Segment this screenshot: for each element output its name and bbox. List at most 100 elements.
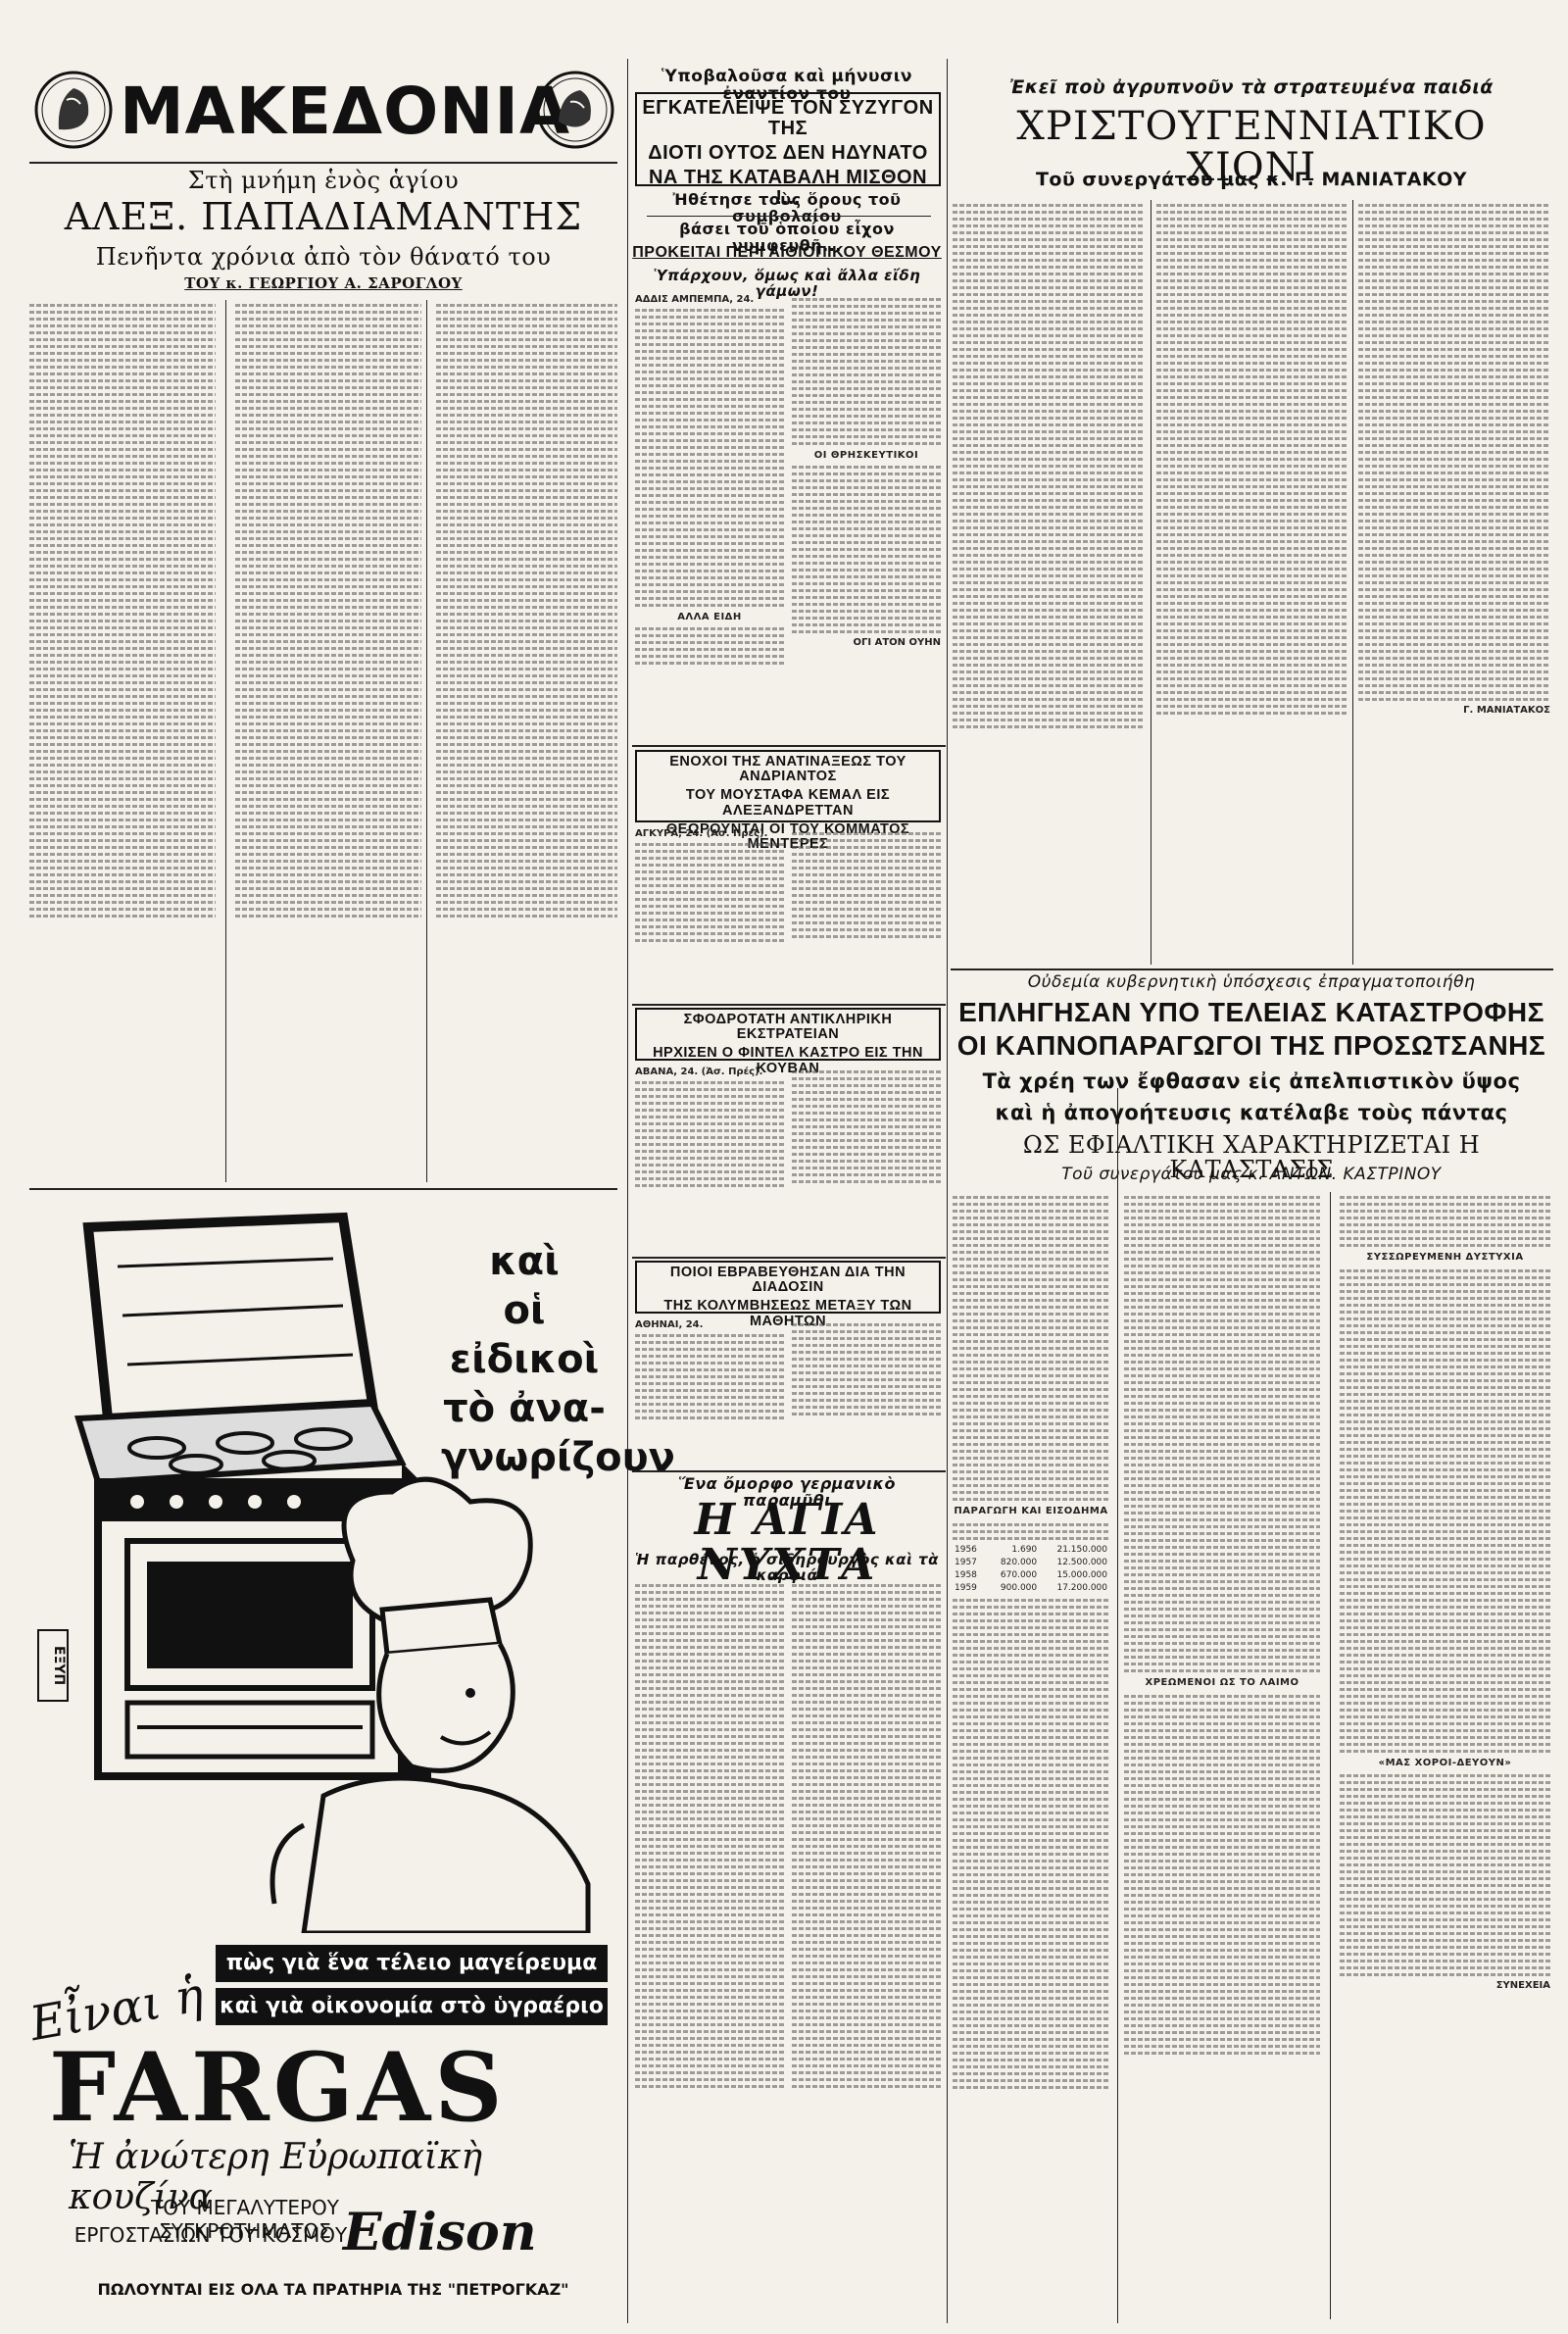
article-column: [792, 1580, 941, 2315]
snow-kicker: Ἐκεῖ ποὺ ἀγρυπνοῦν τὰ στρατευμένα παιδιά: [1009, 76, 1494, 98]
papadiamantis-article: [29, 300, 617, 1182]
ad-slogan-line: καὶ: [489, 1239, 560, 1284]
ataturk-headline: ΕΝΟΧΟΙ ΤΗΣ ΑΝΑΤΙΝΑΞΕΩΣ ΤΟΥ ΑΝΔΡΙΑΝΤΟΣ: [669, 754, 906, 785]
divorce-headline: ΝΑ ΤΗΣ ΚΑΤΑΒΑΛΗ ΜΙΣΘΟΝ !...: [648, 167, 928, 209]
ataturk-headline: ΤΟΥ ΜΟΥΣΤΑΦΑ ΚΕΜΑΛ ΕΙΣ ΑΛΕΞΑΝΔΡΕΤΤΑΝ: [685, 787, 891, 819]
article-column: ΟΙ ΘΡΗΣΚΕΥΤΙΚΟΙ ΟΓΙ ΑΤΟΝ ΟΥΗΝ: [792, 294, 941, 745]
article-column: [792, 1319, 941, 1466]
papadiamantis-byline: ΤΟΥ κ. ΓΕΩΡΓΙΟΥ Α. ΣΑΡΟΓΛΟΥ: [184, 274, 463, 292]
article-column: [235, 300, 421, 1182]
divorce-crosshead: ΟΙ ΘΡΗΣΚΕΥΤΙΚΟΙ: [813, 450, 919, 461]
tobacco-byline: Τοῦ συνεργάτου μας κ. ΑΝΤΩΝ. ΚΑΣΤΡΙΝΟΥ: [1061, 1165, 1442, 1184]
tobacco-subhead-caps: ΩΣ ΕΦΙΑΛΤΙΚΗ ΧΑΡΑΚΤΗΡΙΖΕΤΑΙ Η ΚΑΤΑΣΤΑΣΙΣ: [1022, 1131, 1481, 1184]
swimmers-headline: ΠΟΙΟΙ ΕΒΡΑΒΕΥΘΗΣΑΝ ΔΙΑ ΤΗΝ ΔΙΑΔΟΣΙΝ: [669, 1265, 906, 1296]
article-column: [1156, 200, 1348, 965]
table-cell: 1959: [955, 1582, 977, 1593]
production-table: 1956 1.690 21.150.000 1957 820.000 12.500.000…: [953, 1544, 1109, 1595]
holynight-headline: Η ΑΓΙΑ ΝΥΧΤΑ: [694, 1495, 880, 1591]
table-cell: 1957: [955, 1557, 977, 1567]
ad-slogan-line: οἱ: [503, 1288, 546, 1333]
table-cell: 1958: [955, 1569, 977, 1580]
article-column: [792, 828, 941, 1000]
ad-brand: FARGAS: [49, 2032, 507, 2143]
ad-printer-mark: ΕΞΥΠ: [37, 1629, 69, 1702]
column-rule: [947, 59, 948, 2323]
article-column: [29, 300, 216, 1182]
divorce-dateline: ΑΔΔΙΣ ΑΜΠΕΜΠΑ, 24.: [635, 294, 755, 305]
article-column: ΧΡΕΩΜΕΝΟΙ ΩΣ ΤΟ ΛΑΙΜΟ: [1124, 1192, 1320, 2319]
article-column: [792, 1067, 941, 1253]
ad-band: καὶ γιὰ οἰκονομία στὸ ὑγραέριο: [216, 1988, 608, 2025]
table-cell: 820.000: [1000, 1557, 1038, 1567]
article-column: ΑΘΗΝΑΙ, 24.: [635, 1319, 784, 1466]
papadiamantis-kicker: Στὴ μνήμη ἑνὸς ἁγίου: [187, 167, 460, 194]
holynight-kicker: Ἕνα ὄμορφο γερμανικὸ παραμῦθι: [677, 1474, 897, 1510]
column-rule: [1117, 1088, 1118, 2323]
tobacco-crosshead: «ΜΑΣ ΧΟΡΟΙ-ΔΕΥΟΥΝ»: [1378, 1757, 1512, 1768]
divorce-section-sub: Ὑπάρχουν, ὅμως καὶ ἄλλα εἴδη γάμων!: [653, 267, 921, 300]
article-column: ΑΔΔΙΣ ΑΜΠΕΜΠΑ, 24. ΑΛΛΑ ΕΙΔΗ: [635, 294, 784, 745]
ad-slogan: καὶ οἱ εἰδικοὶ τὸ ἀνα- γνωρίζουν: [441, 1237, 675, 1482]
ad-band: πὼς γιὰ ἕνα τέλειο μαγείρευμα: [216, 1945, 608, 1982]
table-cell: 21.150.000: [1056, 1544, 1107, 1555]
ad-edison: Edison: [343, 2203, 537, 2262]
tobacco-crosshead: ΧΡΕΩΜΕΝΟΙ ΩΣ ΤΟ ΛΑΙΜΟ: [1145, 1677, 1299, 1688]
ad-line: ΕΡΓΟΣΤΑΣΙΩΝ ΤΟΥ ΚΟΣΜΟΥ: [74, 2223, 348, 2247]
divorce-crosshead: ΑΛΛΑ ΕΙΔΗ: [677, 612, 742, 622]
snow-byline: Τοῦ συνεργάτου μας κ. Γ. ΜΑΝΙΑΤΑΚΟΥ: [1035, 169, 1468, 190]
swimmers-dateline: ΑΘΗΝΑΙ, 24.: [635, 1319, 704, 1330]
snow-article: Γ. ΜΑΝΙΑΤΑΚΟΣ: [953, 200, 1550, 965]
chef-illustration: [270, 1476, 591, 1933]
article-column: [436, 300, 617, 1182]
article-column: ΑΓΚΥΡΑ, 24. (Ἀσ. Πρές).: [635, 828, 784, 1000]
divorce-headline: ΔΙΟΤΙ ΟΥΤΟΣ ΔΕΝ ΗΔΥΝΑΤΟ: [648, 142, 928, 164]
stove-illustration: [74, 1212, 431, 1796]
papadiamantis-headline: ΑΛΕΞ. ΠΑΠΑΔΙΑΜΑΝΤΗΣ: [64, 195, 583, 238]
table-cell: 17.200.000: [1056, 1582, 1107, 1593]
cuba-dateline: ΑΒΑΝΑ, 24. (Ἀσ. Πρές).: [635, 1067, 763, 1077]
swimmers-headline-box: ΠΟΙΟΙ ΕΒΡΑΒΕΥΘΗΣΑΝ ΔΙΑ ΤΗΝ ΔΙΑΔΟΣΙΝ ΤΗΣ …: [635, 1261, 941, 1328]
coin-emblem-left: [34, 71, 113, 149]
table-row: 1957 820.000 12.500.000: [953, 1557, 1109, 1569]
tobacco-crosshead: ΠΑΡΑΓΩΓΗ ΚΑΙ ΕΙΣΟΔΗΜΑ: [954, 1506, 1108, 1516]
article-column: ΠΑΡΑΓΩΓΗ ΚΑΙ ΕΙΣΟΔΗΜΑ 1956 1.690 21.150.00…: [953, 1192, 1109, 2319]
tobacco-crosshead: ΣΥΣΣΩΡΕΥΜΕΝΗ ΔΥΣΤΥΧΙΑ: [1366, 1252, 1524, 1263]
column-rule: [627, 59, 628, 2323]
table-cell: 15.000.000: [1056, 1569, 1107, 1580]
article-column: [635, 1580, 784, 2315]
table-cell: 1956: [955, 1544, 977, 1555]
tobacco-continued: ΣΥΝΕΧΕΙΑ: [1495, 1980, 1550, 1991]
article-column: [953, 200, 1144, 965]
table-cell: 670.000: [1000, 1569, 1038, 1580]
masthead: ΜΑΚΕΔΟΝΙΑ: [29, 61, 617, 159]
papadiamantis-subhead: Πενῆντα χρόνια ἀπὸ τὸν θάνατό του: [95, 243, 552, 271]
coin-emblem-right: [536, 71, 614, 149]
masthead-title: ΜΑΚΕΔΟΝΙΑ: [120, 74, 571, 149]
table-cell: 12.500.000: [1056, 1557, 1107, 1567]
article-column: Γ. ΜΑΝΙΑΤΑΚΟΣ: [1358, 200, 1550, 965]
tobacco-headline: ΟΙ ΚΑΠΝΟΠΑΡΑΓΩΓΟΙ ΤΗΣ ΠΡΟΣΩΤΣΑΝΗΣ: [956, 1030, 1546, 1061]
ad-slogan-line: τὸ ἀνα-: [443, 1386, 606, 1431]
article-column: ΣΥΣΣΩΡΕΥΜΕΝΗ ΔΥΣΤΥΧΙΑ «ΜΑΣ ΧΟΡΟΙ-ΔΕΥΟΥΝ»…: [1340, 1192, 1550, 2319]
cuba-headline-box: ΣΦΟΔΡΟΤΑΤΗ ΑΝΤΙΚΛΗΡΙΚΗ ΕΚΣΤΡΑΤΕΙΑΝ ΗΡΧΙΣ…: [635, 1008, 941, 1075]
divorce-subhead: βάσει τοῦ ὁποίου εἶχον νυμφευθῆ...: [679, 220, 895, 255]
article-column: ΑΒΑΝΑ, 24. (Ἀσ. Πρές).: [635, 1067, 784, 1253]
cuba-headline: ΣΦΟΔΡΟΤΑΤΗ ΑΝΤΙΚΛΗΡΙΚΗ ΕΚΣΤΡΑΤΕΙΑΝ: [683, 1012, 893, 1043]
snow-signature: Γ. ΜΑΝΙΑΤΑΚΟΣ: [1463, 705, 1550, 716]
swimmers-headline: ΤΗΣ ΚΟΛΥΜΒΗΣΕΩΣ ΜΕΤΑΞΥ ΤΩΝ ΜΑΘΗΤΩΝ: [663, 1298, 912, 1329]
ad-line: ΤΟΥ ΜΕΓΑΛΥΤΕΡΟΥ ΣΥΓΚΡΟΤΗΜΑΤΟΣ: [150, 2196, 340, 2243]
holynight-subhead: Ἡ παρθένος, ὁ σιδηρουργὸς καὶ τὰ καρφιά: [635, 1551, 939, 1584]
divorce-headline-box: ΕΓΚΑΤΕΛΕΙΨΕ ΤΟΝ ΣΥΖΥΓΟΝ ΤΗΣ ΔΙΟΤΙ ΟΥΤΟΣ …: [635, 92, 941, 209]
ataturk-dateline: ΑΓΚΥΡΑ, 24. (Ἀσ. Πρές).: [635, 828, 768, 839]
tobacco-subhead: Τὰ χρέη των ἔφθασαν εἰς ἀπελπιστικὸν ὕψο…: [982, 1069, 1521, 1093]
tobacco-article: ΠΑΡΑΓΩΓΗ ΚΑΙ ΕΙΣΟΔΗΜΑ 1956 1.690 21.150.00…: [953, 1192, 1550, 2319]
table-row: 1956 1.690 21.150.000: [953, 1544, 1109, 1557]
table-row: 1958 670.000 15.000.000: [953, 1569, 1109, 1582]
fargas-advertisement: καὶ οἱ εἰδικοὶ τὸ ἀνα- γνωρίζουν ΕΞΥΠ: [26, 1198, 675, 2325]
table-cell: 1.690: [1011, 1544, 1038, 1555]
tobacco-kicker: Οὐδεμία κυβερνητικὴ ὑπόσχεσις ἐπραγματοπ…: [1027, 972, 1476, 992]
ataturk-headline-box: ΕΝΟΧΟΙ ΤΗΣ ΑΝΑΤΙΝΑΞΕΩΣ ΤΟΥ ΑΝΔΡΙΑΝΤΟΣ ΤΟ…: [635, 750, 941, 852]
ad-tagline: Ἡ ἀνώτερη Εὐρωπαϊκὴ κουζίνα: [69, 2137, 483, 2217]
section-rule: [29, 1188, 617, 1190]
